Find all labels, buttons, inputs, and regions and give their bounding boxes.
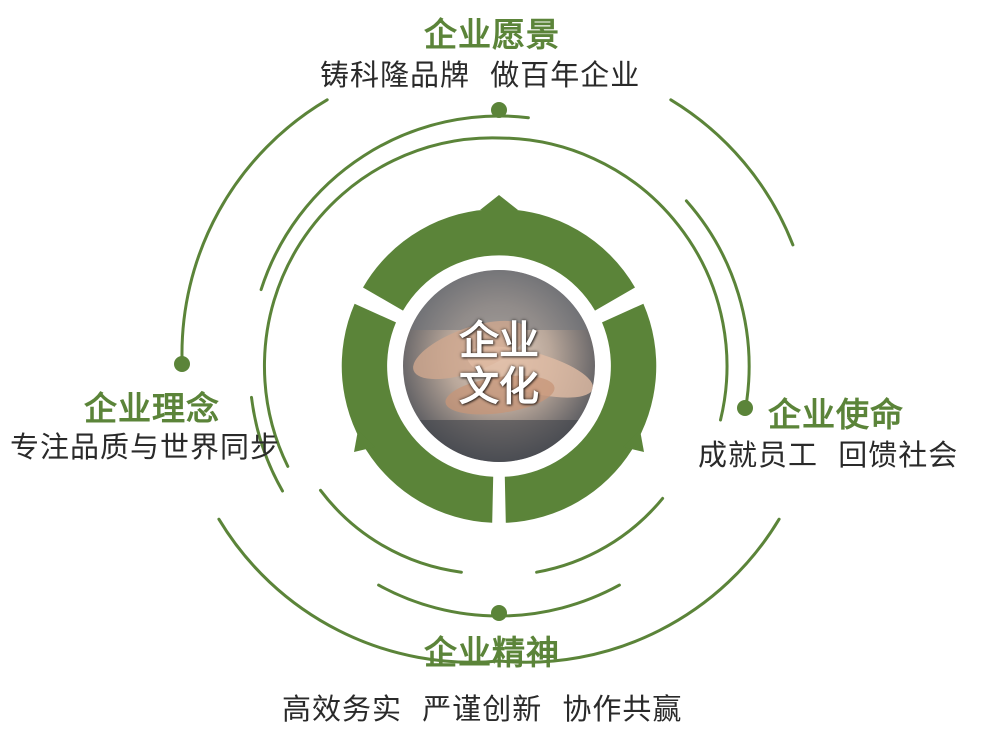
arrow-right: [623, 430, 644, 452]
outer-arc-top-left: [180, 98, 329, 365]
inner-arc-bottom-left: [319, 488, 463, 574]
middle-arc-left: [250, 395, 284, 493]
dot-mission: [737, 400, 753, 416]
dot-vision: [491, 102, 507, 118]
dot-spirit: [491, 605, 507, 621]
ring-segment-top: [363, 208, 635, 311]
center-line-2: 文化: [459, 364, 539, 410]
inner-arc-top-right: [497, 136, 729, 422]
spirit-title: 企业精神: [424, 633, 560, 672]
arrow-top: [480, 195, 518, 210]
inner-arc-top-left: [263, 136, 501, 468]
outer-arc-top-right: [669, 98, 795, 247]
center-line-1: 企业: [459, 318, 539, 364]
center-title: 企业 文化: [438, 318, 560, 410]
philosophy-desc: 专注品质与世界同步: [10, 430, 281, 464]
inner-arc-bottom-right: [535, 496, 665, 574]
middle-arc-right: [684, 199, 751, 402]
philosophy-title: 企业理念: [84, 389, 220, 428]
outer-arc-bottom-right: [497, 517, 781, 664]
dot-philosophy: [174, 356, 190, 372]
vision-desc: 铸科隆品牌 做百年企业: [320, 58, 641, 92]
middle-arc-top: [259, 114, 530, 292]
mission-title: 企业使命: [768, 395, 904, 434]
ring-segment-left: [341, 303, 494, 523]
ring-segment-right: [504, 303, 657, 523]
arrow-left: [354, 430, 375, 452]
spirit-desc: 高效务实 严谨创新 协作共赢: [282, 692, 683, 726]
vision-title: 企业愿景: [424, 15, 560, 54]
mission-desc: 成就员工 回馈社会: [698, 438, 959, 472]
outer-arc-bottom-left: [217, 517, 501, 664]
